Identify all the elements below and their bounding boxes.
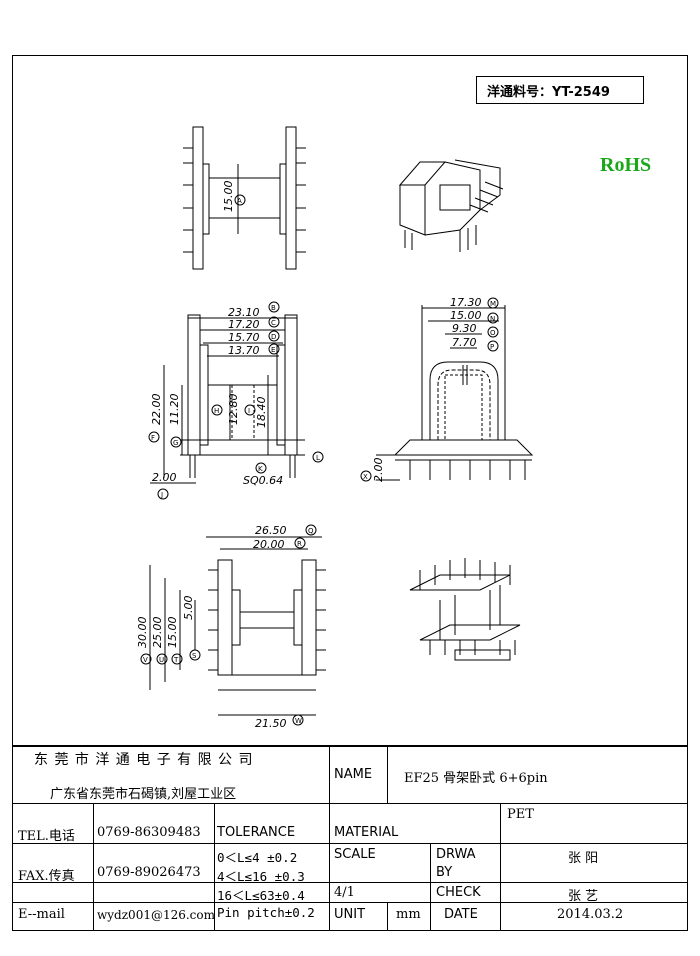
date-value: 2014.03.2 — [557, 907, 624, 922]
fax-value: 0769-89026473 — [97, 865, 201, 880]
dim-13-70: 13.70 — [228, 344, 260, 357]
dim-5-00: 5.00 — [182, 596, 195, 621]
dim-15-00: 15.00 — [222, 181, 235, 213]
material-label: MATERIAL — [334, 825, 399, 840]
ref-f: F — [151, 434, 155, 442]
check-value: 张 艺 — [568, 889, 599, 904]
ref-o: O — [490, 329, 496, 337]
ref-l: L — [316, 454, 320, 462]
dim-2-00-left: 2.00 — [152, 471, 177, 484]
view4-bottom-view — [140, 524, 326, 726]
dim-22-00: 22.00 — [150, 394, 163, 426]
iso-view-2 — [409, 558, 521, 661]
dim-12-80: 12.80 — [227, 394, 240, 426]
ref-m: M — [490, 300, 496, 308]
part-number-box: 洋通料号：YT-2549 — [476, 76, 644, 104]
email-label: E--mail — [18, 907, 65, 922]
ref-v: V — [143, 656, 148, 664]
ref-u: U — [159, 656, 164, 664]
drawn-value: 张 阳 — [568, 851, 599, 866]
dim-21-50: 21.50 — [255, 717, 287, 730]
tolerance-line-4: Pin pitch±0.2 — [217, 905, 315, 920]
ref-g: G — [173, 439, 178, 447]
name-label: NAME — [334, 767, 373, 782]
dim-18-40: 18.40 — [255, 397, 268, 429]
dim-11-20: 11.20 — [168, 394, 181, 426]
view1-top-view — [183, 126, 306, 270]
tel-label: TEL.电话 — [18, 829, 75, 844]
dim-15-00-bottom: 15.00 — [166, 617, 179, 649]
dim-15-70: 15.70 — [228, 331, 260, 344]
ref-h: H — [214, 407, 219, 415]
drawing-sheet-border — [12, 55, 688, 931]
date-label: DATE — [444, 907, 478, 922]
iso-view-1 — [398, 159, 504, 252]
technical-drawing: 15.00 A — [136, 126, 534, 730]
dim-7-70: 7.70 — [452, 336, 477, 349]
unit-value: mm — [396, 907, 421, 922]
title-block: 东 莞 市 洋 通 电 子 有 限 公 司 广东省东莞市石碣镇,刘屋工业区 NA… — [12, 745, 688, 931]
tolerance-line-3: 16＜L≤63±0.4 — [217, 888, 305, 903]
ref-w: W — [295, 717, 302, 725]
dim-25-00: 25.00 — [151, 617, 164, 649]
tel-value: 0769-86309483 — [97, 825, 201, 840]
fax-label: FAX.传真 — [18, 869, 75, 884]
ref-p: P — [490, 343, 494, 351]
dim-30-00: 30.00 — [136, 617, 149, 649]
ref-b: B — [271, 304, 276, 312]
check-label: CHECK — [436, 885, 481, 900]
ref-t: T — [173, 656, 179, 664]
dim-17-20: 17.20 — [228, 318, 260, 331]
scale-label: SCALE — [334, 847, 376, 862]
ref-a: A — [237, 197, 242, 205]
dim-23-10: 23.10 — [228, 306, 260, 319]
tolerance-line-2: 4＜L≤16 ±0.3 — [217, 869, 305, 884]
ref-c: C — [271, 319, 276, 327]
ref-q: Q — [308, 527, 314, 535]
view3-side-view — [360, 297, 534, 482]
dim-20-00: 20.00 — [253, 538, 285, 551]
ref-s: S — [192, 652, 197, 660]
dim-2-00-side: 2.00 — [372, 458, 385, 483]
dim-15-00-side: 15.00 — [450, 309, 482, 322]
drawn-label-2: BY — [436, 865, 453, 880]
ref-x: X — [363, 473, 368, 481]
drawn-label-1: DRWA — [436, 847, 476, 862]
tolerance-line-1: 0＜L≤4 ±0.2 — [217, 850, 298, 865]
ref-n: N — [490, 315, 495, 323]
ref-e: E — [271, 346, 275, 354]
dim-17-30: 17.30 — [450, 296, 482, 309]
ref-r: R — [297, 540, 302, 548]
rohs-label: RoHS — [600, 154, 652, 176]
ref-k: K — [258, 465, 263, 473]
company-name: 东 莞 市 洋 通 电 子 有 限 公 司 — [34, 752, 254, 768]
dim-9-30: 9.30 — [452, 322, 477, 335]
ref-i: I — [248, 407, 250, 415]
ref-d: D — [271, 333, 276, 341]
material-value: PET — [507, 807, 534, 822]
dim-sq0-64: SQ0.64 — [243, 474, 283, 487]
email-value: wydz001@126.com — [97, 908, 216, 922]
dim-26-50: 26.50 — [255, 524, 287, 537]
ref-j: J — [160, 491, 163, 499]
tolerance-label: TOLERANCE — [217, 825, 296, 840]
company-address: 广东省东莞市石碣镇,刘屋工业区 — [50, 787, 237, 802]
view2-front-view — [148, 301, 324, 500]
name-value: EF25 骨架卧式 6+6pin — [404, 771, 548, 786]
unit-label: UNIT — [334, 907, 366, 922]
scale-value: 4/1 — [334, 885, 355, 900]
